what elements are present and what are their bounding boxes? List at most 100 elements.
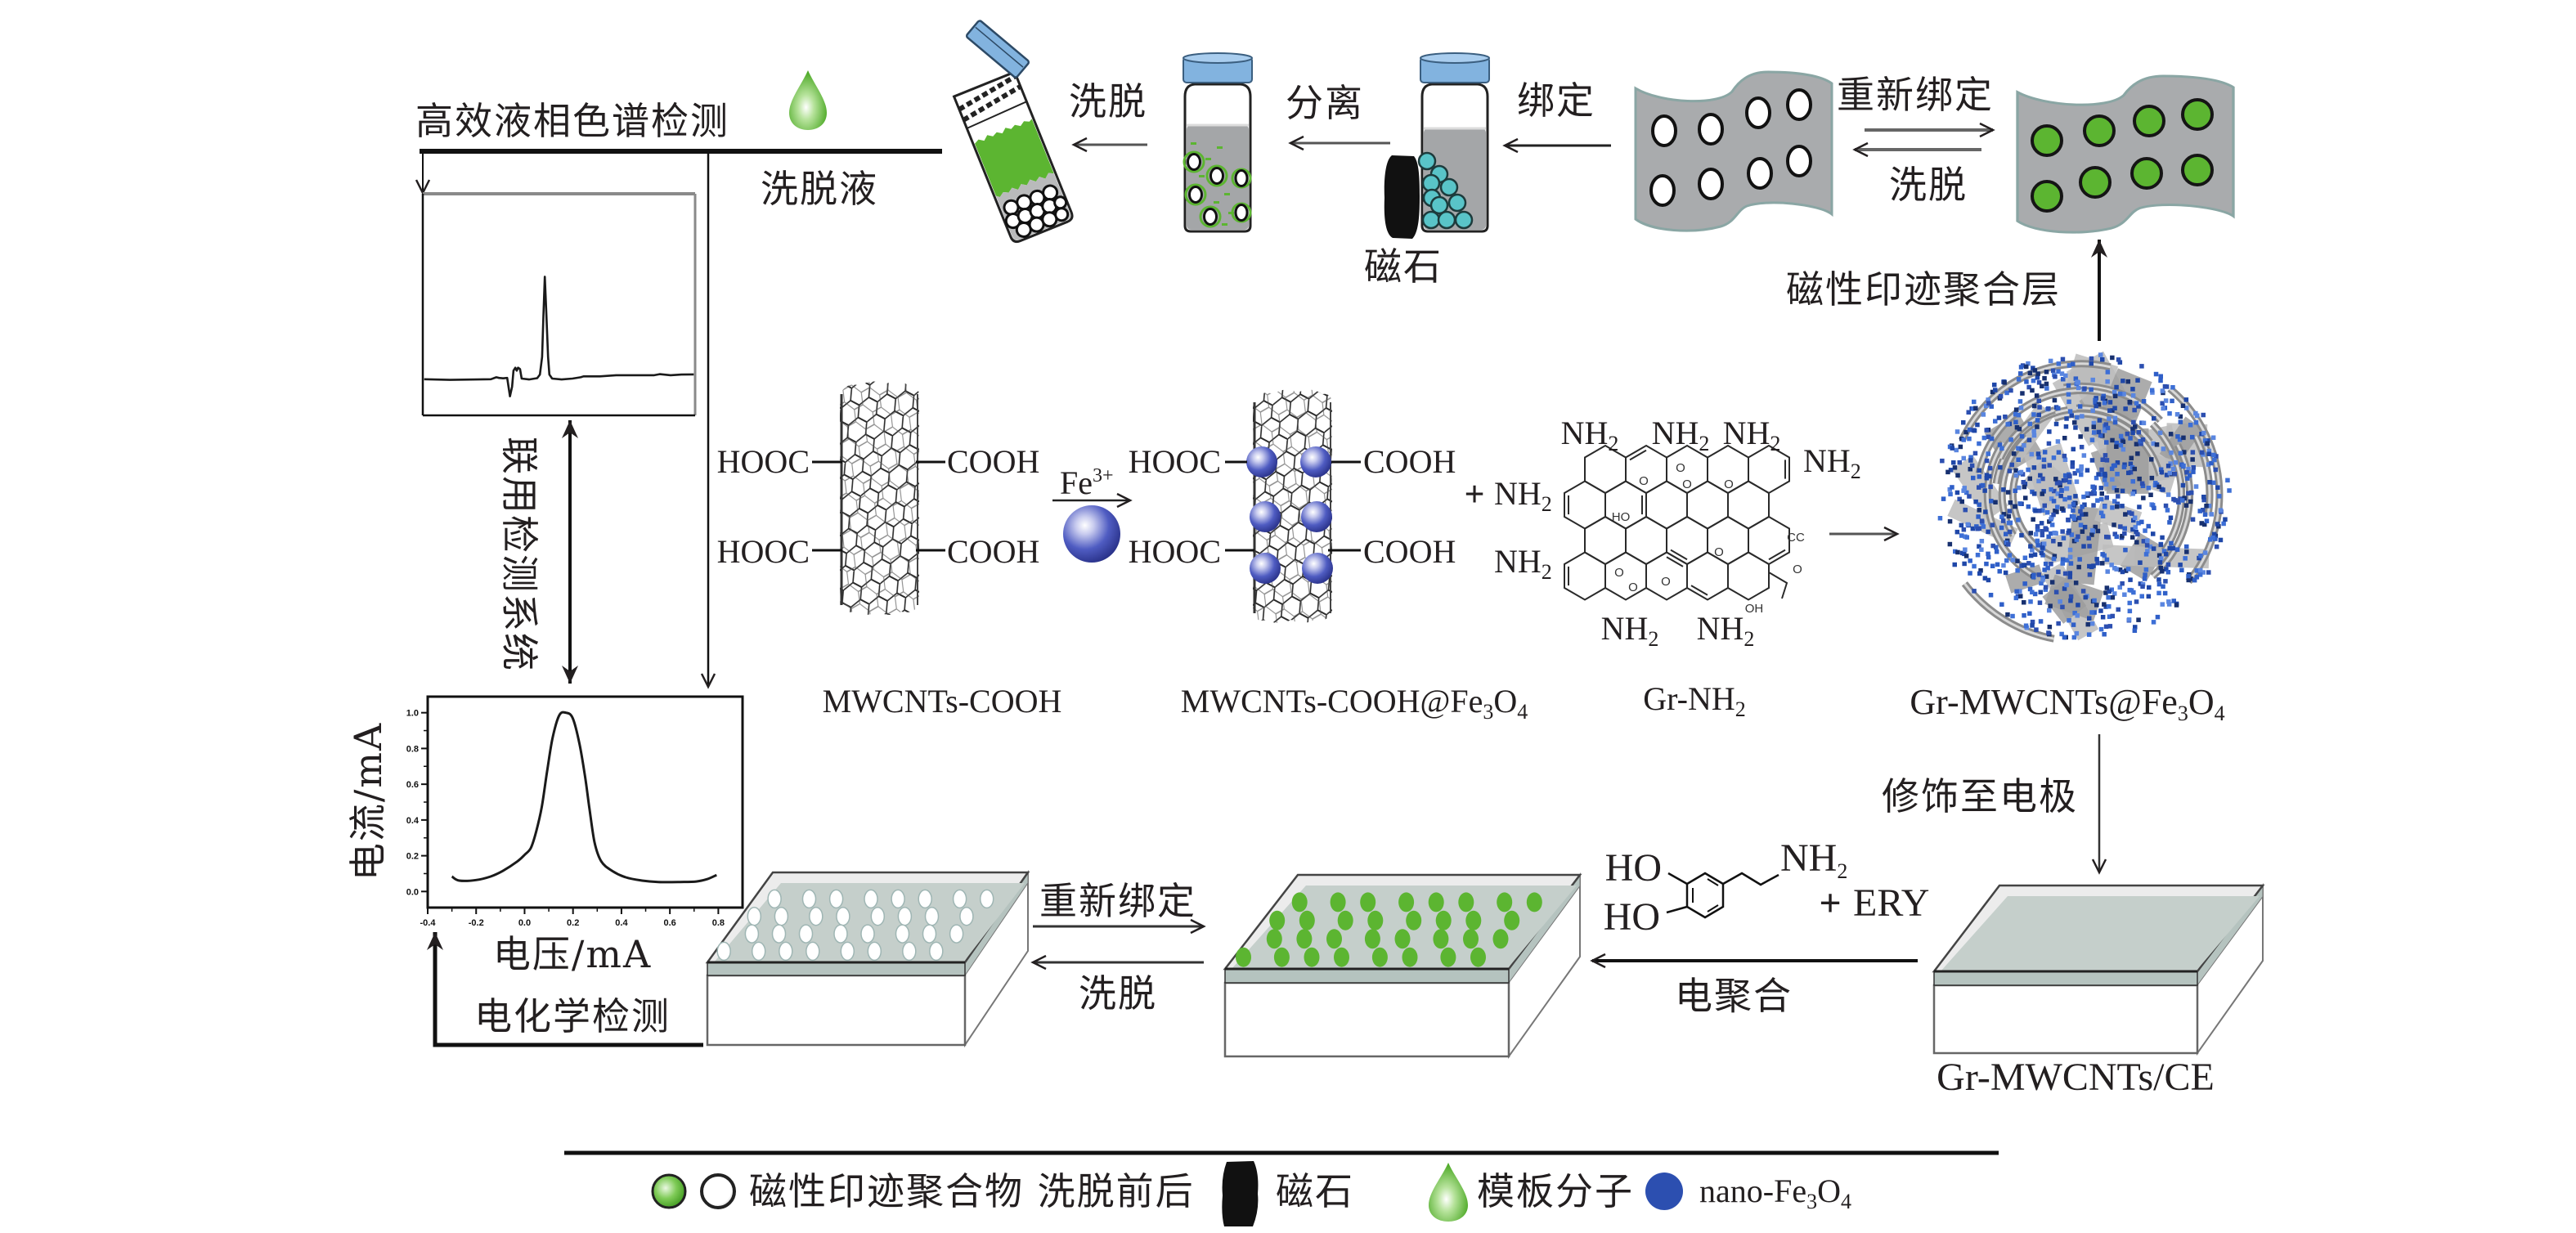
imprinted-cavity-filled bbox=[1367, 910, 1384, 930]
fe3o4-nanoparticle bbox=[2017, 501, 2022, 506]
fe3o4-nanoparticle bbox=[2066, 392, 2071, 397]
fe3o4-nanoparticle bbox=[2190, 517, 2196, 522]
fe3o4-nanoparticle bbox=[1974, 524, 1979, 529]
fe3o4-nanoparticle bbox=[1969, 463, 1975, 469]
electrode-flow: 修饰至电极 Gr-MWCNTs/CE HO HO NH2 + ERY 电聚合 重… bbox=[705, 734, 2265, 1099]
fe3o4-nanoparticle bbox=[2102, 478, 2107, 482]
fe3o4-nanoparticle bbox=[1990, 563, 1995, 568]
fe3o4-nanoparticle bbox=[2138, 442, 2143, 446]
y-tick-label: 0.8 bbox=[406, 744, 419, 754]
electrode-film-top bbox=[714, 883, 1025, 962]
fe3o4-nanoparticle bbox=[2013, 488, 2017, 493]
fe3o4-nanoparticle bbox=[2043, 587, 2049, 592]
fe3o4-nanoparticle bbox=[2107, 624, 2113, 629]
fe3o4-nanoparticle bbox=[2001, 487, 2006, 492]
fe3o4-nanoparticle bbox=[1246, 446, 1277, 478]
fe3o4-nanoparticle bbox=[1971, 475, 1976, 481]
fe3o4-nanoparticle bbox=[1950, 485, 1954, 490]
fe3o4-nanoparticle bbox=[2104, 585, 2110, 590]
imprinted-cavity-empty bbox=[870, 906, 886, 926]
fe3o4-nanoparticle bbox=[2096, 429, 2102, 435]
hooc-label: HOOC bbox=[717, 443, 810, 480]
fe3o4-nanoparticle bbox=[2160, 569, 2165, 574]
hplc-series-line bbox=[424, 276, 694, 397]
fe3o4-nanoparticle bbox=[2227, 488, 2232, 493]
fe3o4-nanoparticle bbox=[2170, 385, 2175, 390]
fe3o4-nanoparticle bbox=[2131, 419, 2136, 425]
amine-subscript: 2 bbox=[1542, 492, 1552, 516]
fe3o4-nanoparticle bbox=[2089, 532, 2094, 537]
y-tick-label: 0.6 bbox=[406, 780, 419, 790]
dpv-frame bbox=[426, 695, 744, 909]
polymer-sheet bbox=[2016, 74, 2235, 234]
fe3o4-nanoparticle bbox=[2201, 570, 2206, 575]
fe3o4-sphere-icon bbox=[1063, 505, 1120, 563]
fe3o4-nanoparticle bbox=[2044, 370, 2049, 374]
imprinted-cavity-empty bbox=[979, 889, 994, 909]
oxygen-label: O bbox=[1724, 478, 1734, 491]
fe3o4-nanoparticle bbox=[2048, 603, 2053, 608]
electrode-label: Gr-MWCNTs/CE bbox=[1936, 1056, 2215, 1099]
fe3o4-nanoparticle bbox=[2077, 557, 2082, 562]
fe3o4-nanoparticle bbox=[2074, 630, 2080, 636]
fe3o4-nanoparticle bbox=[2138, 438, 2143, 444]
fe3o4-nanoparticle bbox=[1984, 561, 1989, 567]
fe3o4-nanoparticle bbox=[2162, 383, 2168, 389]
graphene-hexagon bbox=[1748, 515, 1790, 566]
electrode-gr-mwcnts-ce bbox=[1932, 883, 2265, 1056]
reagent-charge: 3+ bbox=[1093, 465, 1114, 486]
fe3o4-nanoparticle bbox=[2031, 428, 2036, 433]
fe3o4-nanoparticle bbox=[2008, 520, 2013, 526]
fe3o4-nanoparticle bbox=[2152, 416, 2156, 421]
fe3o4-nanoparticle bbox=[2128, 577, 2133, 582]
fe3o4-nanoparticle bbox=[2204, 504, 2209, 509]
double-bond bbox=[1707, 878, 1719, 886]
graphene-sheet bbox=[2005, 564, 2045, 594]
fe3o4-nanoparticle bbox=[1967, 494, 1972, 499]
imprinted-cavity-empty bbox=[860, 924, 875, 944]
fe3o4-nanoparticle bbox=[1986, 554, 1991, 560]
fe3o4-nanoparticle bbox=[2070, 460, 2076, 465]
fe3o4-nanoparticle bbox=[2067, 574, 2072, 580]
fe3o4-nanoparticle bbox=[2040, 476, 2045, 482]
fe3o4-nanoparticle bbox=[2126, 470, 2131, 476]
fe3o4-nanoparticle bbox=[1937, 516, 1943, 521]
fe3o4-nanoparticle bbox=[2058, 542, 2062, 547]
amine-symbol: NH bbox=[1494, 475, 1542, 512]
fe3o4-nanoparticle bbox=[2183, 406, 2189, 410]
fe3o4-nanoparticle bbox=[2118, 433, 2124, 439]
fe3o4-nanoparticle bbox=[2008, 529, 2013, 535]
fe3o4-nanoparticle bbox=[2031, 491, 2037, 496]
fe3o4-nanoparticle bbox=[2198, 567, 2203, 573]
fe3o4-nanoparticle bbox=[2035, 424, 2040, 429]
fe3o4-nanoparticle bbox=[2148, 492, 2153, 497]
fe3o4-nanoparticle bbox=[2067, 528, 2071, 533]
cap-rim bbox=[975, 26, 1024, 68]
rebind-label: 重新绑定 bbox=[1837, 73, 1994, 117]
fe3o4-nanoparticle bbox=[2105, 569, 2110, 574]
fe3o4-nanoparticle bbox=[1952, 562, 1957, 567]
fe3o4-nanoparticle bbox=[2122, 462, 2127, 467]
fe3o4-nanoparticle bbox=[1994, 545, 1999, 549]
fe3o4-nanoparticle bbox=[2081, 544, 2086, 549]
imprinted-cavity-filled bbox=[1504, 910, 1520, 930]
fe3o4-nanoparticle bbox=[2100, 457, 2105, 462]
fe3o4-nanoparticle bbox=[2191, 469, 2196, 474]
fe3o4-nanoparticle bbox=[2115, 460, 2120, 465]
vial-cap-open bbox=[965, 20, 1030, 78]
fe3o4-nanoparticle bbox=[2083, 594, 2088, 600]
template-molecule bbox=[1191, 142, 1196, 145]
fe3o4-nanoparticle bbox=[2197, 572, 2203, 577]
fe3o4-nanoparticle bbox=[1993, 388, 1998, 392]
fe3o4-nanoparticle bbox=[2198, 554, 2203, 558]
fe3o4-nanoparticle bbox=[1951, 460, 1956, 465]
fe3o4-nanoparticle bbox=[2026, 467, 2031, 473]
fe3o4-nanoparticle bbox=[2004, 558, 2009, 563]
fe3o4-nanoparticle bbox=[2018, 469, 2024, 475]
fe3o4-nanoparticle bbox=[2138, 581, 2143, 586]
fe3o4-nanoparticle bbox=[2021, 480, 2026, 485]
fe3o4-nanoparticle bbox=[2092, 610, 2097, 615]
fe3o4-nanoparticle bbox=[2158, 467, 2164, 472]
fe3o4-nanoparticle bbox=[2067, 399, 2071, 405]
electrode-elute-label: 洗脱 bbox=[1079, 971, 1157, 1016]
